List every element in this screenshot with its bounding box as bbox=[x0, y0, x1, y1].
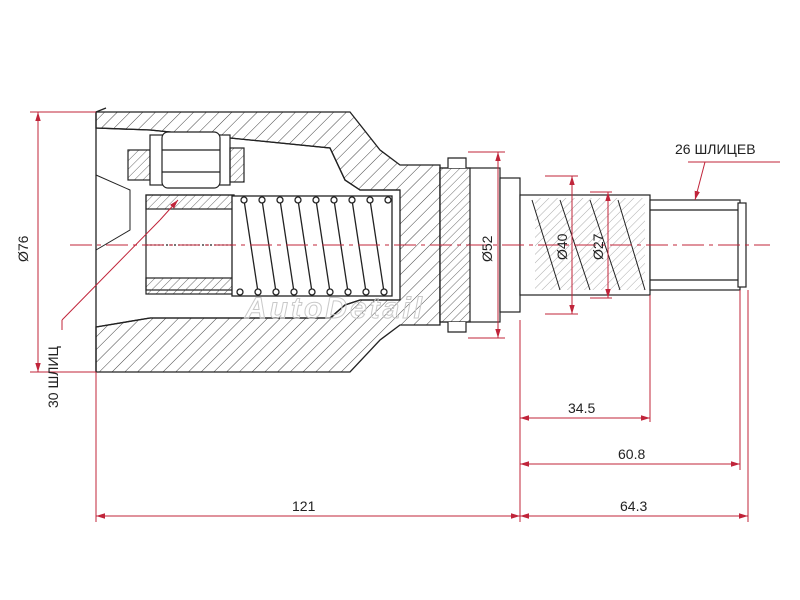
dimension-labels: Ø76 Ø52 Ø40 Ø27 121 64.3 60.8 34.5 30 ШЛ… bbox=[15, 141, 756, 514]
dim-27: Ø27 bbox=[590, 233, 606, 260]
dim-121: 121 bbox=[292, 498, 316, 514]
housing bbox=[95, 107, 441, 373]
spider-hub bbox=[145, 194, 235, 295]
spring bbox=[231, 195, 393, 297]
dim-60-8: 60.8 bbox=[618, 446, 645, 462]
dim-64-3: 64.3 bbox=[620, 498, 647, 514]
tripod-roller-upper bbox=[127, 131, 245, 189]
watermark: AutoDetail bbox=[244, 292, 425, 325]
dim-76: Ø76 bbox=[15, 235, 31, 262]
label-30-splines: 30 ШЛИЦ bbox=[45, 345, 61, 408]
dimension-lines bbox=[30, 111, 780, 522]
dim-34-5: 34.5 bbox=[568, 400, 595, 416]
dim-52: Ø52 bbox=[479, 235, 495, 262]
dim-40: Ø40 bbox=[554, 233, 570, 260]
label-26-splines: 26 ШЛИЦЕВ bbox=[675, 141, 756, 157]
